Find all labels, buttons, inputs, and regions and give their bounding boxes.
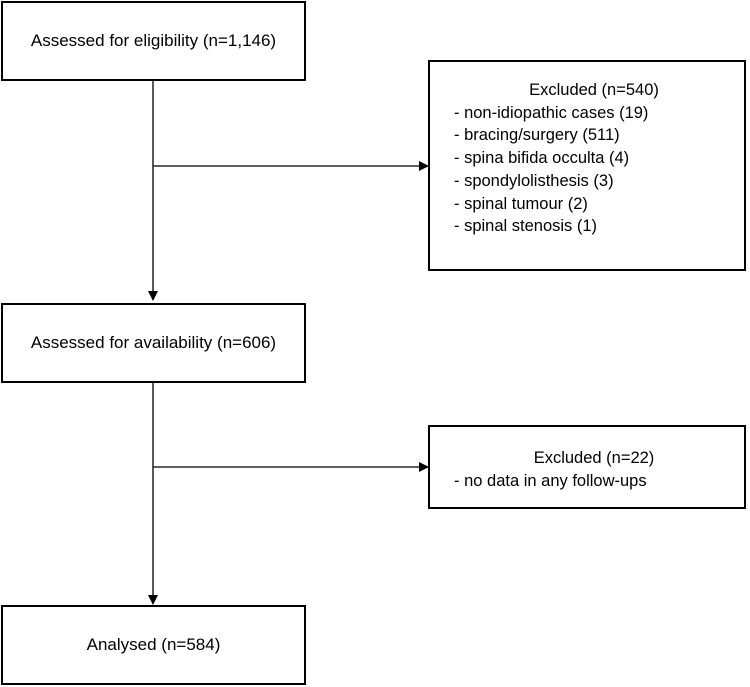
- excluded-2-item: - no data in any follow-ups: [454, 471, 647, 490]
- excluded-1-item: - spinal tumour (2): [454, 194, 588, 213]
- excluded-1-item: - spina bifida occulta (4): [454, 149, 630, 168]
- availability-label: Assessed for availability (n=606): [30, 333, 277, 352]
- eligibility-label: Assessed for eligibility (n=1,146): [30, 31, 277, 50]
- excluded-1-item: - spinal stenosis (1): [454, 217, 598, 236]
- box-excluded-2: Excluded (n=22) - no data in any follow-…: [428, 425, 746, 509]
- analysed-label: Analysed (n=584): [86, 635, 221, 654]
- excluded-1-item: - bracing/surgery (511): [454, 126, 620, 145]
- box-eligibility: Assessed for eligibility (n=1,146): [1, 1, 306, 81]
- box-analysed: Analysed (n=584): [1, 605, 306, 685]
- box-availability: Assessed for availability (n=606): [1, 303, 306, 383]
- excluded-1-item: - non-idiopathic cases (19): [454, 103, 649, 122]
- excluded-2-title: Excluded (n=22): [533, 449, 655, 467]
- box-excluded-1: Excluded (n=540) - non-idiopathic cases …: [428, 60, 746, 271]
- excluded-1-title: Excluded (n=540): [529, 81, 659, 99]
- excluded-1-item: - spondylolisthesis (3): [454, 171, 614, 190]
